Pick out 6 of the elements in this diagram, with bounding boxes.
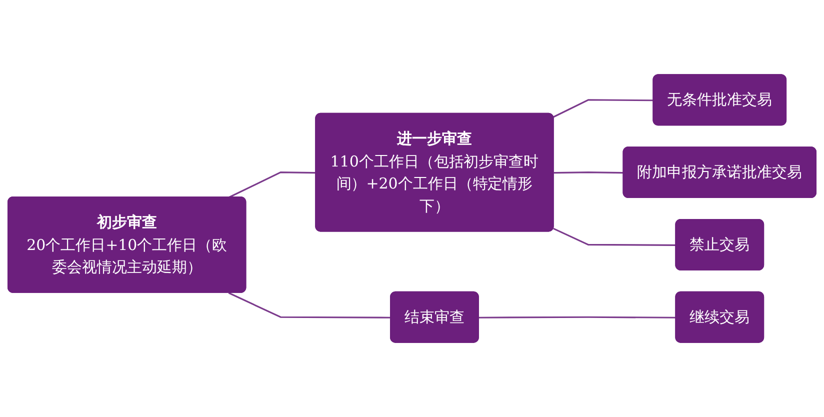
connector bbox=[553, 99, 654, 118]
connector bbox=[554, 172, 624, 174]
connector bbox=[553, 228, 676, 246]
connector bbox=[228, 292, 392, 318]
connector bbox=[478, 316, 676, 318]
connector bbox=[228, 172, 316, 198]
